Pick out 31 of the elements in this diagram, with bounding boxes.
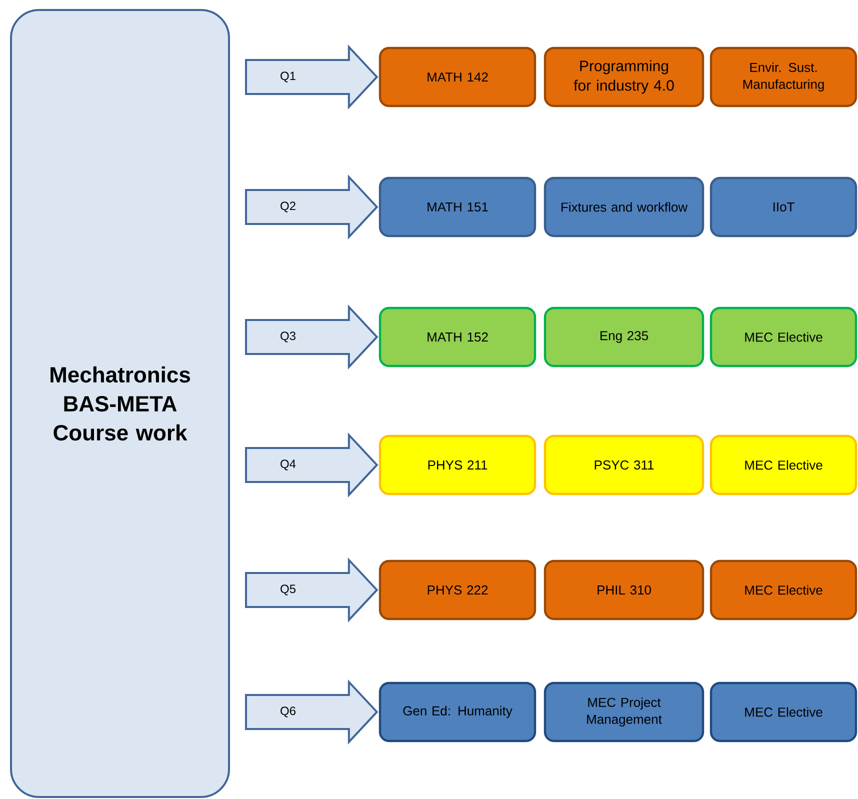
course-box: PHIL 310 (544, 560, 704, 620)
course-box: MATH 142 (378, 46, 536, 108)
course-box: MATH 152 (378, 306, 536, 368)
course-box: Gen Ed: Humanity (378, 682, 536, 742)
block-arrow (245, 44, 378, 110)
course-box: MEC Elective (710, 560, 858, 620)
edge-label: Q6 (280, 706, 296, 718)
block-arrow (245, 304, 378, 370)
course-box: MATH 151 (378, 176, 536, 238)
course-box: Fixtures and workflow (544, 176, 704, 238)
course-box: Eng 235 (544, 306, 704, 368)
course-box: PSYC 311 (544, 434, 704, 496)
edge-label: Q5 (280, 584, 296, 596)
block-arrow (245, 679, 378, 745)
edge-label: Q1 (280, 72, 296, 82)
course-box: PHYS 211 (378, 434, 536, 496)
edge-label: Q3 (280, 332, 296, 342)
course-box: Envir. Sust. Manufacturing (710, 46, 858, 108)
course-box: MEC Elective (710, 306, 858, 368)
block-arrow (245, 174, 378, 240)
edge-label: Q4 (280, 460, 296, 470)
title-panel: Mechatronics BAS-META Course work (10, 8, 230, 798)
edge-label: Q2 (280, 202, 296, 212)
course-box: MEC Elective (710, 682, 858, 742)
course-box: MEC Elective (710, 434, 858, 496)
course-box: MEC Project Management (544, 682, 704, 742)
course-box: Programming for industry 4.0 (544, 46, 704, 108)
block-arrow (245, 432, 378, 498)
course-box: IIoT (710, 176, 858, 238)
course-box: PHYS 222 (378, 560, 536, 620)
block-arrow (245, 557, 378, 623)
